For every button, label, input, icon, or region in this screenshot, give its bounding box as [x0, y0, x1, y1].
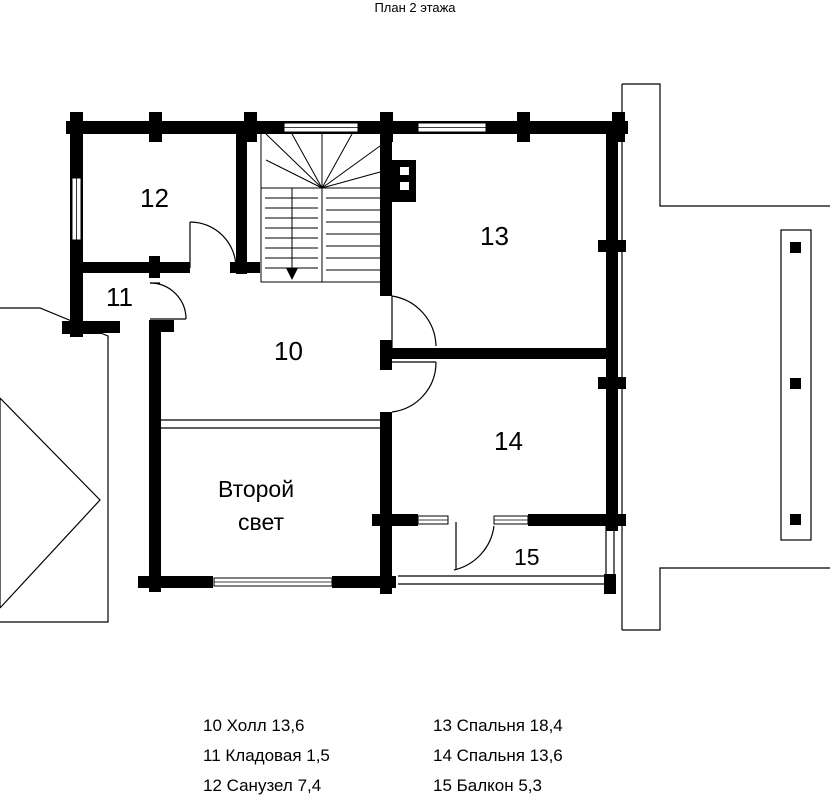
room-label-12: 12 — [140, 183, 169, 213]
open-space-label-line1: Второй — [218, 476, 294, 502]
room-label-13: 13 — [480, 221, 509, 251]
doors — [149, 221, 495, 571]
legend-item: 12 Санузел 7,4 — [203, 776, 322, 795]
walls — [62, 112, 628, 594]
room-label-14: 14 — [494, 426, 523, 456]
legend-item: 13 Спальня 18,4 — [433, 716, 563, 735]
terrace-posts — [790, 242, 801, 525]
staircase — [260, 131, 384, 283]
legend-item: 15 Балкон 5,3 — [433, 776, 542, 795]
chimney-openings — [400, 167, 409, 190]
terrace-right — [621, 83, 830, 631]
roof-left — [0, 307, 109, 623]
plan-title: План 2 этажа — [374, 0, 456, 15]
window-sashes — [76, 127, 528, 583]
legend-item: 11 Кладовая 1,5 — [203, 746, 330, 765]
room-label-15: 15 — [514, 544, 540, 570]
thin-partitions — [160, 419, 615, 585]
room-label-11: 11 — [106, 282, 133, 312]
open-space-label-line2: свет — [238, 509, 284, 535]
stair-arrow-icon — [286, 268, 298, 280]
legend-item: 14 Спальня 13,6 — [433, 746, 563, 765]
legend-item: 10 Холл 13,6 — [203, 716, 305, 735]
room-label-10: 10 — [274, 336, 303, 366]
